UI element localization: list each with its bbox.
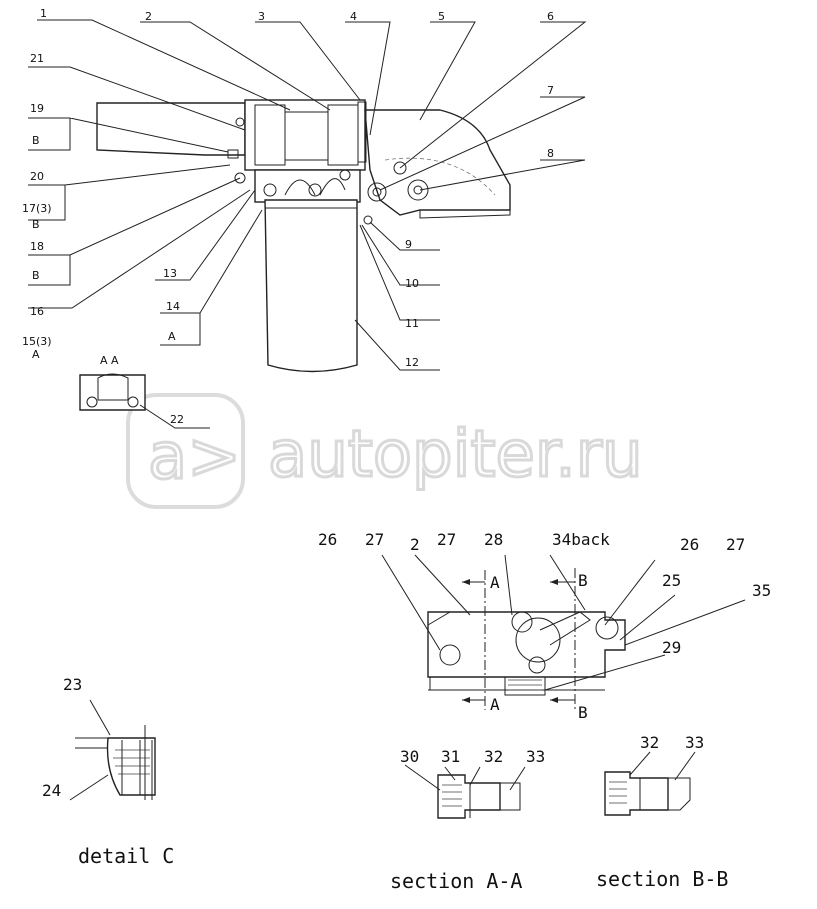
cut-mark-b-bottom: B xyxy=(578,703,588,722)
callout-11: 11 xyxy=(405,317,419,330)
callout-4: 4 xyxy=(350,10,357,23)
callout-2b: 2 xyxy=(410,535,420,554)
view-letter-b18: B xyxy=(32,269,40,282)
callout-6: 6 xyxy=(547,10,554,23)
plug-6 xyxy=(393,161,407,175)
callout-18: 18 xyxy=(30,240,44,253)
caption-detail-c: detail C xyxy=(78,844,174,868)
callout-20: 20 xyxy=(30,170,44,183)
callout-3: 3 xyxy=(258,10,265,23)
callout-16: 16 xyxy=(30,305,44,318)
view-letter-a15: A xyxy=(32,348,40,361)
watermark-text: autopiter.ru xyxy=(268,418,643,492)
watermark-logo-frame xyxy=(126,393,245,509)
callout-1: 1 xyxy=(40,7,47,20)
callout-23: 23 xyxy=(63,675,82,694)
callout-14: 14 xyxy=(166,300,180,313)
callout-10: 10 xyxy=(405,277,419,290)
valve-block xyxy=(427,611,626,678)
callout-25: 25 xyxy=(662,571,681,590)
valve-block-view xyxy=(381,554,746,712)
view-letter-b19: B xyxy=(32,134,40,147)
main-assembly-view xyxy=(96,99,511,373)
callout-29: 29 xyxy=(662,638,681,657)
caption-section-bb: section B-B xyxy=(596,867,728,891)
right-housing xyxy=(364,109,511,216)
callout-32b: 32 xyxy=(640,733,659,752)
callout-labels-top: 1 2 3 4 5 6 7 8 21 19 B 20 17(3) B 18 B … xyxy=(22,7,554,426)
head-flange xyxy=(254,169,361,203)
leader-lines xyxy=(28,19,587,371)
callout-21: 21 xyxy=(30,52,44,65)
callout-28: 28 xyxy=(484,530,503,549)
section-aa-view: 30 31 32 33 xyxy=(400,747,545,819)
callout-27b: 27 xyxy=(437,530,456,549)
callout-26b: 26 xyxy=(680,535,699,554)
callout-33a: 33 xyxy=(526,747,545,766)
cut-mark-a-top: A xyxy=(490,573,500,592)
watermark: a> autopiter.ru xyxy=(126,393,644,509)
callout-30: 30 xyxy=(400,747,419,766)
callout-27c: 27 xyxy=(726,535,745,554)
callout-13: 13 xyxy=(163,267,177,280)
cut-mark-b-top: B xyxy=(578,571,588,590)
caption-section-aa: section A-A xyxy=(390,869,522,893)
callout-9: 9 xyxy=(405,238,412,251)
callout-8: 8 xyxy=(547,147,554,160)
view-mark-aa: A A xyxy=(100,354,119,367)
fitting-8 xyxy=(407,179,429,201)
callout-2: 2 xyxy=(145,10,152,23)
callout-22: 22 xyxy=(170,413,184,426)
callout-26a: 26 xyxy=(318,530,337,549)
bracket-plate xyxy=(96,102,246,156)
detail-view-22 xyxy=(79,373,210,429)
callout-32a: 32 xyxy=(484,747,503,766)
callout-7: 7 xyxy=(547,84,554,97)
callout-33b: 33 xyxy=(685,733,704,752)
view-letter-b20: B xyxy=(32,218,40,231)
callout-27a: 27 xyxy=(365,530,384,549)
qty-15: 15(3) xyxy=(22,335,52,348)
callout-31: 31 xyxy=(441,747,460,766)
detail-c-view: 23 24 xyxy=(42,675,156,801)
callout-24: 24 xyxy=(42,781,61,800)
cut-mark-a-bottom: A xyxy=(490,695,500,714)
callout-labels-section: 26 27 2 27 28 34back 26 27 25 35 29 A A … xyxy=(318,530,771,722)
callout-19: 19 xyxy=(30,102,44,115)
view-letter-a14: A xyxy=(168,330,176,343)
callout-5: 5 xyxy=(438,10,445,23)
callout-35: 35 xyxy=(752,581,771,600)
filter-canister xyxy=(264,199,358,373)
callout-12: 12 xyxy=(405,356,419,369)
fitting-7 xyxy=(367,182,387,202)
watermark-logo: a> xyxy=(148,420,241,494)
callout-34back: 34back xyxy=(552,530,610,549)
section-bb-view: 32 33 xyxy=(604,733,704,816)
qty-17: 17(3) xyxy=(22,202,52,215)
